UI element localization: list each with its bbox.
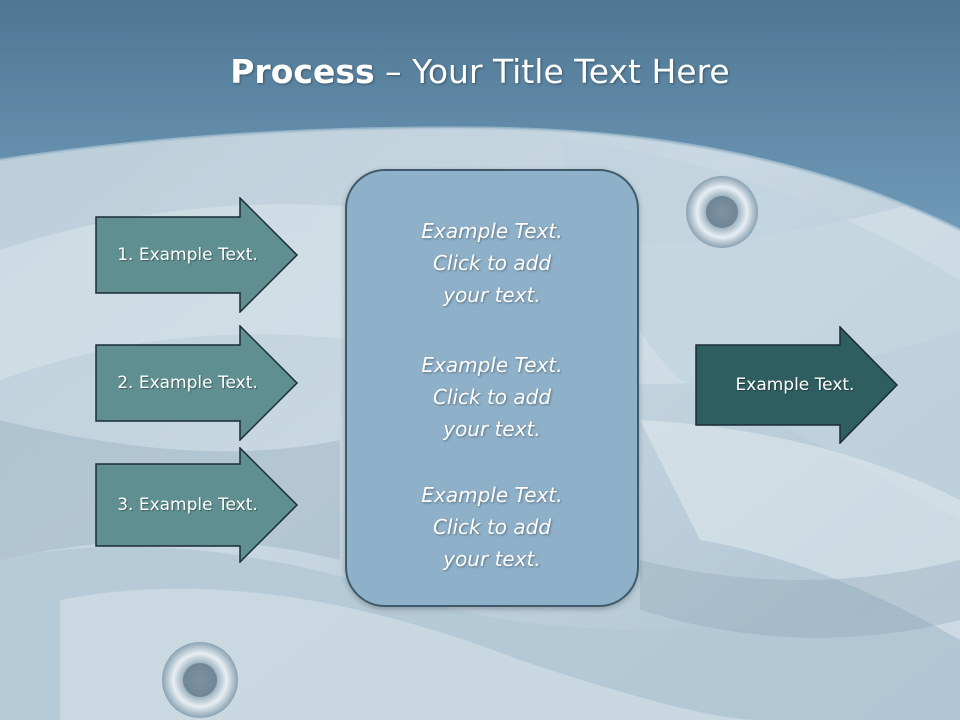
slide-title: Process – Your Title Text Here bbox=[0, 52, 960, 91]
center-paragraph-3: Example Text. Click to add your text. bbox=[347, 479, 637, 575]
left-arrow-1[interactable]: 1. Example Text. bbox=[95, 196, 299, 314]
arrow-shape bbox=[95, 196, 299, 314]
left-arrow-2[interactable]: 2. Example Text. bbox=[95, 324, 299, 442]
arrow-shape bbox=[95, 324, 299, 442]
left-arrow-label: 2. Example Text. bbox=[117, 373, 258, 393]
left-arrow-label: 1. Example Text. bbox=[117, 245, 258, 265]
right-arrow[interactable]: Example Text. bbox=[695, 325, 899, 445]
paragraph-line: Click to add bbox=[432, 515, 552, 539]
arrow-shape bbox=[95, 446, 299, 564]
center-paragraph-2: Example Text. Click to add your text. bbox=[347, 349, 637, 445]
right-arrow-label: Example Text. bbox=[735, 375, 855, 395]
left-arrow-3[interactable]: 3. Example Text. bbox=[95, 446, 299, 564]
title-rest: – Your Title Text Here bbox=[374, 52, 730, 91]
paragraph-line: Click to add bbox=[432, 385, 552, 409]
center-text-box[interactable]: Example Text. Click to add your text. Ex… bbox=[345, 169, 639, 607]
left-arrow-label: 3. Example Text. bbox=[117, 495, 258, 515]
paragraph-line: Example Text. bbox=[421, 353, 563, 377]
center-paragraph-1: Example Text. Click to add your text. bbox=[347, 215, 637, 311]
paragraph-line: your text. bbox=[443, 547, 541, 571]
paragraph-line: Example Text. bbox=[421, 483, 563, 507]
paragraph-line: Click to add bbox=[432, 251, 552, 275]
arrow-shape bbox=[695, 325, 899, 445]
title-bold: Process bbox=[230, 52, 375, 91]
paragraph-line: your text. bbox=[443, 283, 541, 307]
paragraph-line: your text. bbox=[443, 417, 541, 441]
paragraph-line: Example Text. bbox=[421, 219, 563, 243]
